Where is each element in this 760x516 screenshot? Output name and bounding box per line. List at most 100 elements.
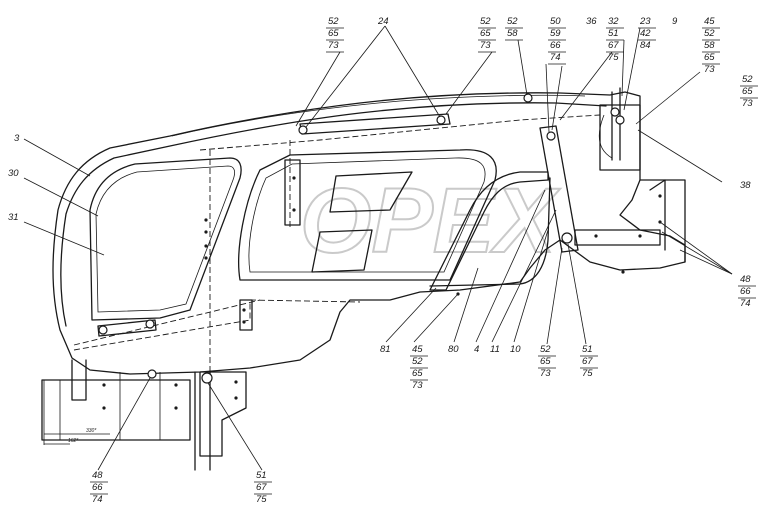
pivot-ball [147, 369, 157, 379]
callout-52-65-73-d: 52 65 73 [740, 74, 758, 109]
svg-text:48: 48 [740, 274, 751, 285]
pivot-ball [145, 319, 155, 329]
svg-text:84: 84 [640, 40, 651, 51]
callout-4: 4 [474, 344, 479, 355]
svg-text:52: 52 [328, 16, 339, 27]
callout-31: 31 [8, 212, 19, 223]
svg-text:31: 31 [8, 212, 19, 223]
callout-48-66-74-b: 48 66 74 [90, 470, 108, 505]
callout-51-67-75-b: 51 67 75 [254, 470, 272, 505]
svg-text:52: 52 [412, 356, 423, 367]
svg-text:67: 67 [608, 40, 619, 51]
pivot-ball [523, 93, 533, 103]
svg-text:30: 30 [8, 168, 19, 179]
svg-text:73: 73 [412, 380, 423, 391]
pivot-ball [298, 125, 308, 135]
svg-text:24: 24 [377, 16, 389, 27]
svg-text:75: 75 [608, 52, 619, 63]
svg-text:73: 73 [742, 98, 753, 109]
svg-text:65: 65 [704, 52, 715, 63]
callout-labels: 3 30 31 24 52 65 73 52 65 73 52 58 50 [8, 16, 758, 505]
svg-text:66: 66 [740, 286, 751, 297]
svg-text:52: 52 [704, 28, 715, 39]
pivot-ball [615, 115, 625, 125]
svg-text:32: 32 [608, 16, 619, 27]
dimension-162: 162* [68, 438, 79, 444]
pivot-ball [546, 131, 556, 141]
callout-3: 3 [14, 133, 20, 144]
watermark: OPEX [300, 170, 560, 272]
callout-30: 30 [8, 168, 19, 179]
svg-text:51: 51 [582, 344, 593, 355]
svg-text:80: 80 [448, 344, 459, 355]
svg-text:58: 58 [507, 28, 518, 39]
svg-text:59: 59 [550, 28, 561, 39]
svg-text:52: 52 [507, 16, 518, 27]
dimensions: 330* 162* [43, 380, 110, 445]
svg-text:65: 65 [328, 28, 339, 39]
svg-text:48: 48 [92, 470, 103, 481]
svg-text:52: 52 [480, 16, 491, 27]
svg-text:11: 11 [490, 344, 500, 355]
callout-38: 38 [740, 180, 751, 191]
dimension-330: 330* [86, 428, 97, 434]
svg-text:65: 65 [540, 356, 551, 367]
callout-11: 11 [490, 344, 500, 355]
leader-lines [23, 25, 733, 471]
svg-text:74: 74 [92, 494, 103, 505]
svg-text:73: 73 [328, 40, 339, 51]
callout-48-66-74-a: 48 66 74 [738, 274, 756, 309]
pivot-ball [436, 115, 446, 125]
svg-text:45: 45 [412, 344, 423, 355]
callout-23-42-84: 23 42 84 [638, 16, 656, 51]
svg-text:58: 58 [704, 40, 715, 51]
pivot-ball [610, 107, 620, 117]
svg-text:81: 81 [380, 344, 391, 355]
svg-text:36: 36 [586, 16, 597, 27]
fasteners [98, 93, 662, 410]
callout-24: 24 [377, 16, 389, 27]
svg-text:52: 52 [742, 74, 753, 85]
svg-text:23: 23 [639, 16, 651, 27]
callout-9: 9 [672, 16, 678, 27]
callout-10: 10 [510, 344, 521, 355]
svg-text:67: 67 [582, 356, 593, 367]
pivot-ball [98, 325, 108, 335]
svg-text:65: 65 [480, 28, 491, 39]
svg-text:66: 66 [550, 40, 561, 51]
callout-80: 80 [448, 344, 459, 355]
svg-text:51: 51 [256, 470, 267, 481]
callout-52-65-73-a: 52 65 73 [326, 16, 344, 53]
svg-text:74: 74 [740, 298, 751, 309]
svg-text:66: 66 [92, 482, 103, 493]
svg-text:38: 38 [740, 180, 751, 191]
svg-text:65: 65 [412, 368, 423, 379]
callout-36: 36 [586, 16, 597, 27]
svg-text:3: 3 [14, 133, 20, 144]
svg-text:65: 65 [742, 86, 753, 97]
callout-52-65-73-b: 52 65 73 [478, 16, 496, 53]
svg-text:75: 75 [582, 368, 593, 379]
callout-81: 81 [380, 344, 391, 355]
svg-text:73: 73 [540, 368, 551, 379]
svg-text:50: 50 [550, 16, 561, 27]
svg-text:42: 42 [640, 28, 651, 39]
callout-52-65-73-e: 52 65 73 [538, 344, 556, 379]
svg-text:75: 75 [256, 494, 267, 505]
pivot-ball [201, 372, 213, 384]
panel-housing [41, 87, 686, 471]
svg-text:73: 73 [480, 40, 491, 51]
callout-32-51-67-75: 32 51 67 75 [606, 16, 624, 63]
callout-45-52-65-73-b: 45 52 65 73 [410, 344, 428, 391]
svg-text:9: 9 [672, 16, 678, 27]
svg-text:67: 67 [256, 482, 267, 493]
svg-text:74: 74 [550, 52, 561, 63]
svg-text:45: 45 [704, 16, 715, 27]
svg-text:10: 10 [510, 344, 521, 355]
callout-45-52-58-65-73-a: 45 52 58 65 73 [702, 16, 720, 75]
callout-50-59-66-74: 50 59 66 74 [548, 16, 566, 65]
callout-51-67-75-a: 51 67 75 [580, 344, 598, 379]
callout-52-58: 52 58 [505, 16, 523, 41]
svg-text:4: 4 [474, 344, 479, 355]
